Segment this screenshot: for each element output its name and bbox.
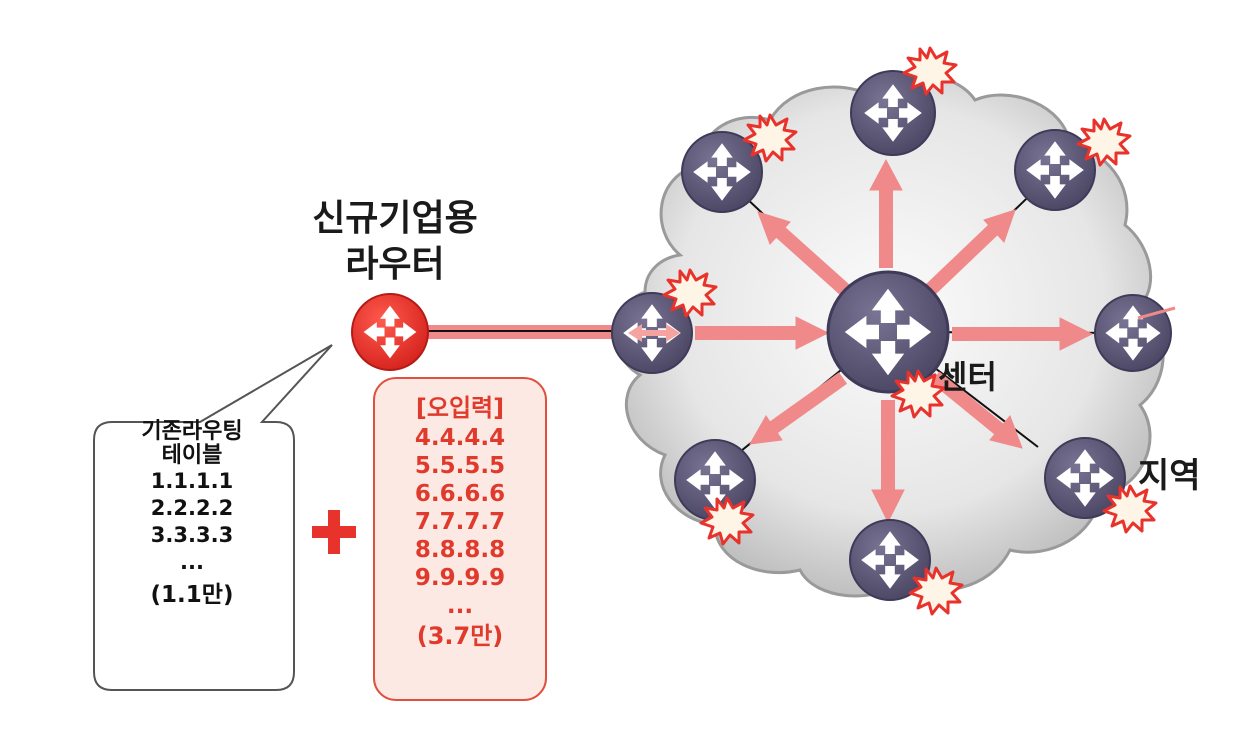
region-label: 지역 <box>1138 448 1201 497</box>
misinput-entry: 8.8.8.8 <box>374 536 546 564</box>
existing-table-title: 기존라우팅 테이블 <box>88 420 296 468</box>
center-router-icon <box>828 272 948 392</box>
new-router-label-line1: 신규기업용 <box>290 196 500 242</box>
burst-icon <box>1078 119 1130 165</box>
new-router-label: 신규기업용 라우터 <box>290 196 500 288</box>
router-icon <box>682 132 762 212</box>
existing-table-title-line2: 테이블 <box>88 444 296 468</box>
misinput-ellipsis: ... <box>374 592 546 620</box>
misinput-total: (3.7만) <box>374 622 546 650</box>
misinput-entry: 6.6.6.6 <box>374 480 546 508</box>
misinput-entry: 7.7.7.7 <box>374 508 546 536</box>
misinput-title: [오입력] <box>374 394 546 422</box>
plus-icon <box>310 508 358 556</box>
center-label: 센터 <box>938 352 997 398</box>
table-entry: 3.3.3.3 <box>88 522 296 549</box>
misinput-entry: 9.9.9.9 <box>374 564 546 592</box>
existing-routing-table: 기존라우팅 테이블 1.1.1.1 2.2.2.2 3.3.3.3 ... (1… <box>88 420 296 609</box>
new-router-icon <box>352 294 428 370</box>
existing-table-title-line1: 기존라우팅 <box>88 420 296 444</box>
new-router-label-line2: 라우터 <box>290 242 500 288</box>
table-entry: 2.2.2.2 <box>88 495 296 522</box>
misinput-entry: 4.4.4.4 <box>374 424 546 452</box>
connection-line <box>415 325 625 339</box>
misinput-entry: 5.5.5.5 <box>374 452 546 480</box>
table-entry: 1.1.1.1 <box>88 468 296 495</box>
existing-table-total: (1.1만) <box>88 582 296 609</box>
table-ellipsis: ... <box>88 549 296 576</box>
misinput-routing-list: [오입력] 4.4.4.4 5.5.5.5 6.6.6.6 7.7.7.7 8.… <box>374 394 546 650</box>
router-icon <box>1095 295 1171 371</box>
